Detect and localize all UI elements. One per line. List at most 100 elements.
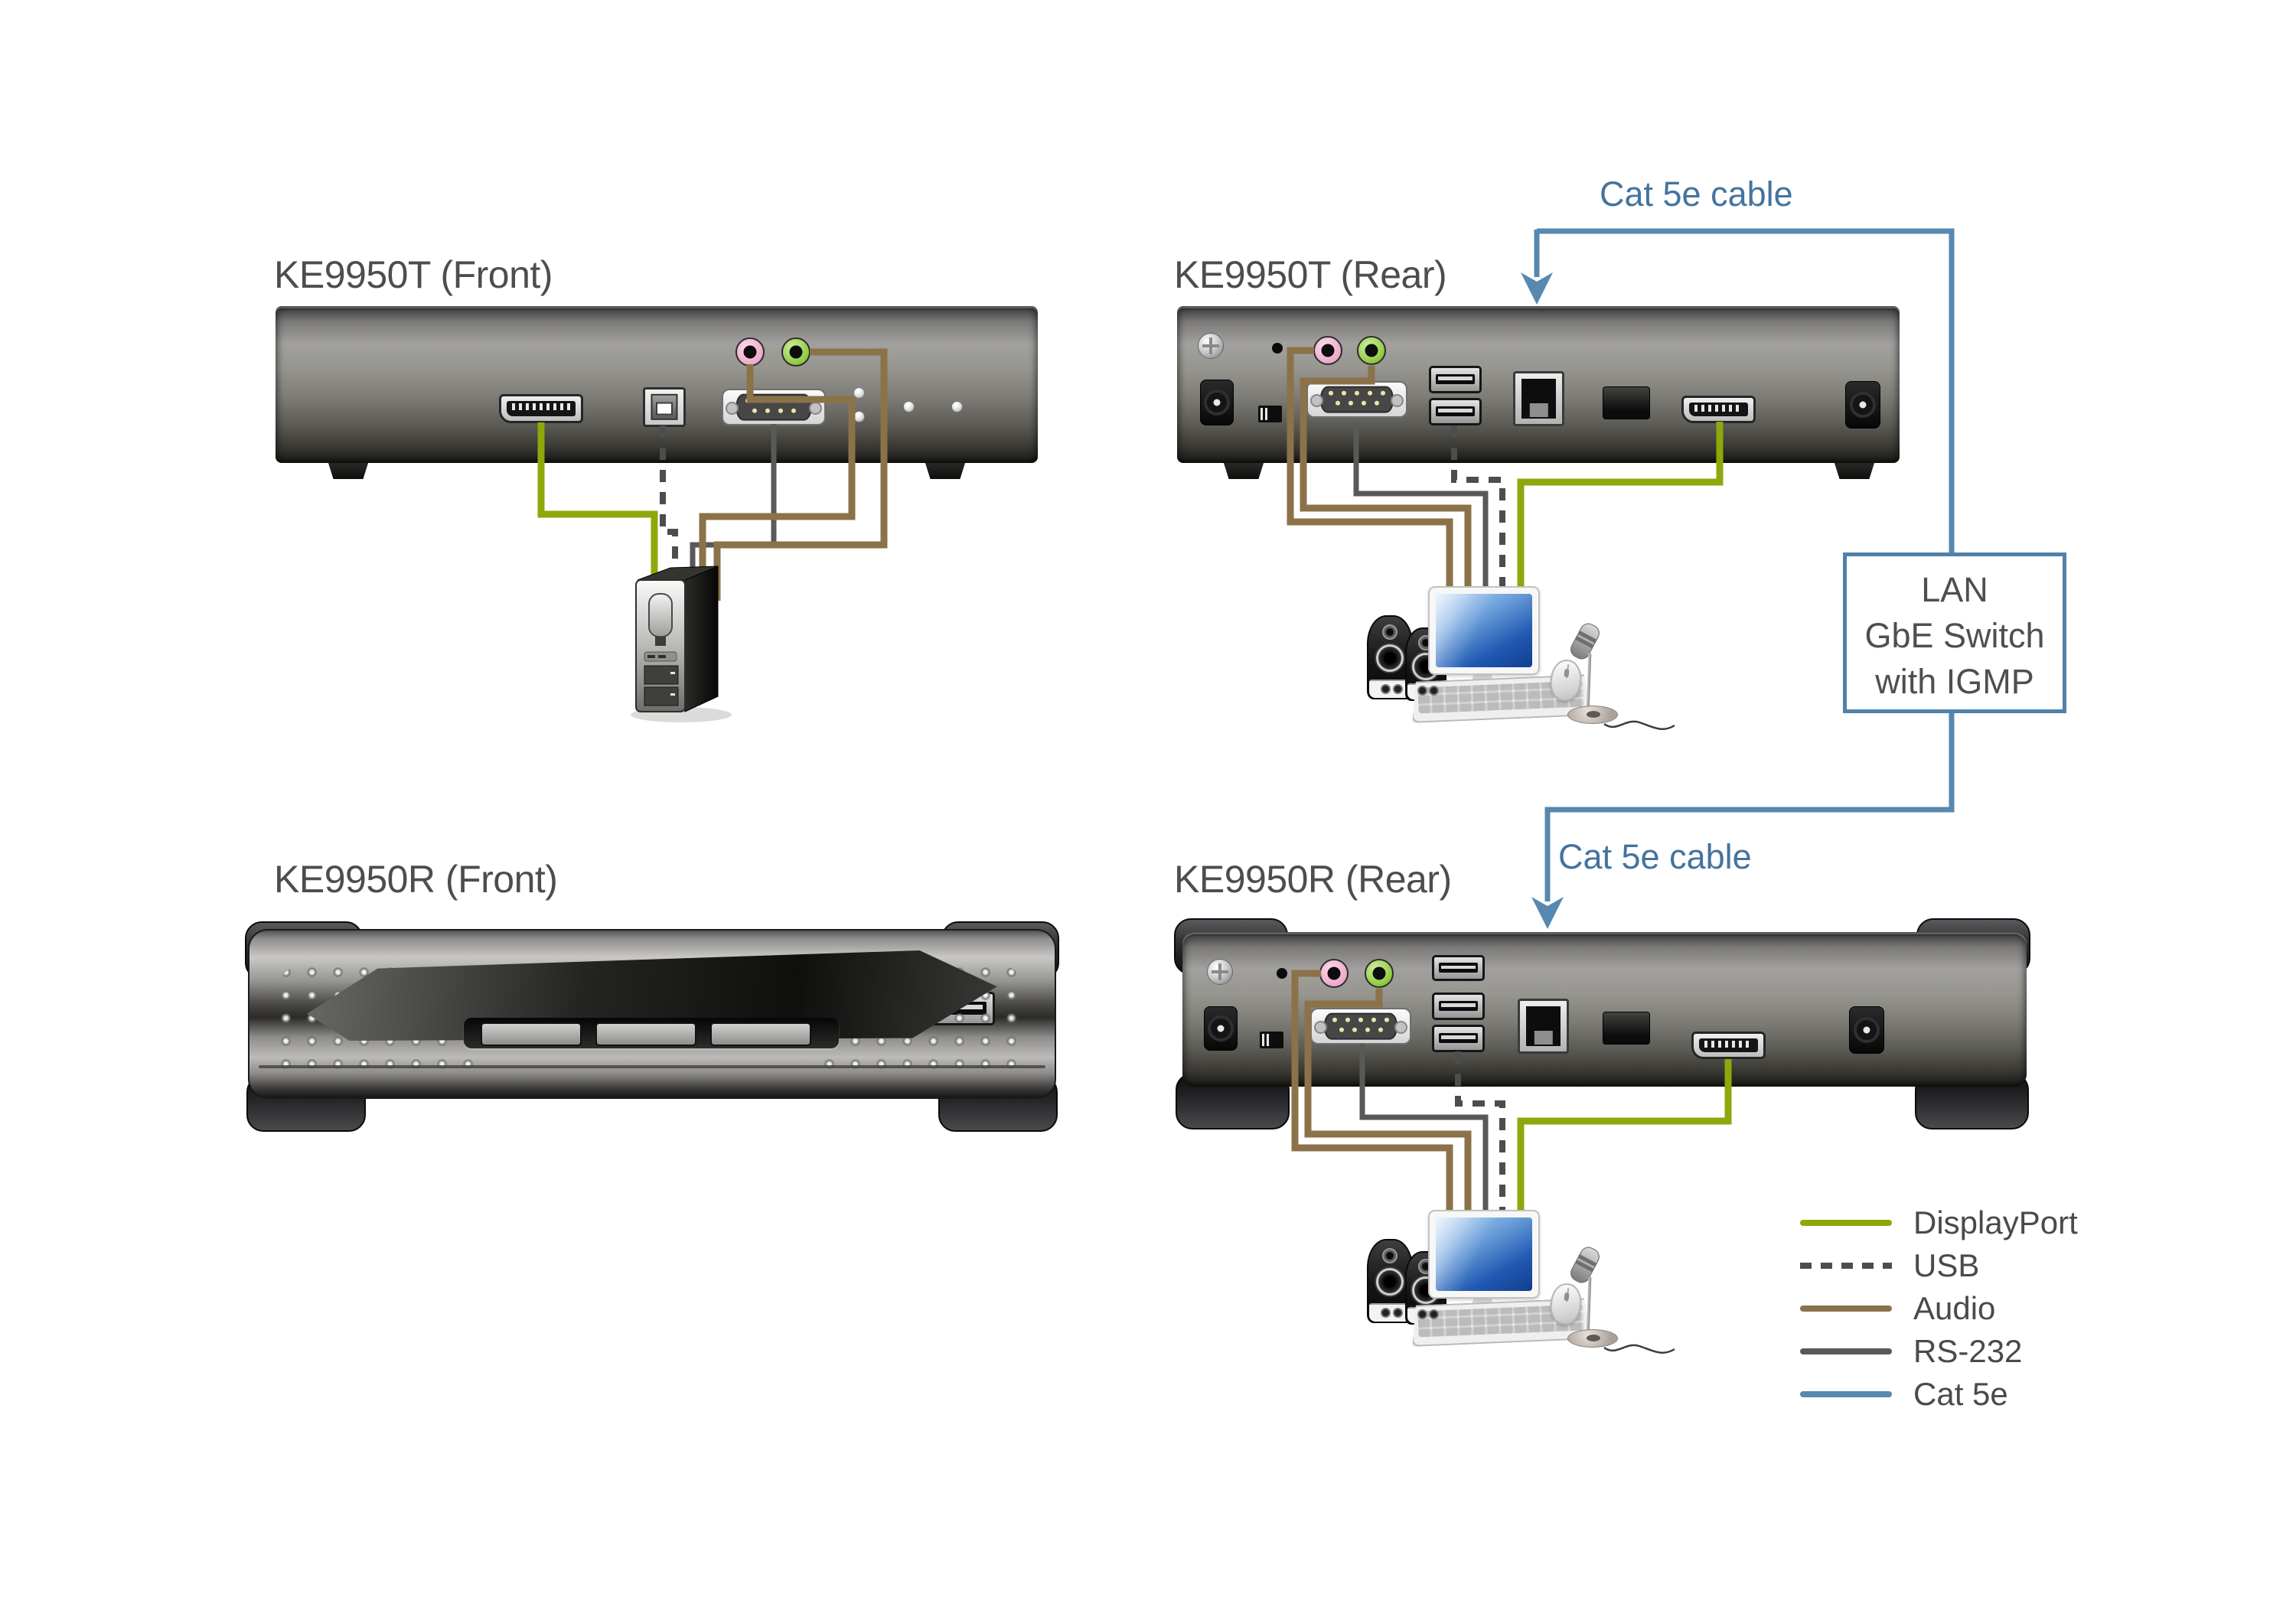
device-ke9950r-front	[245, 918, 1059, 1133]
status-led	[853, 411, 865, 422]
microphone	[1567, 1244, 1644, 1354]
mic-jack	[1319, 959, 1349, 988]
microphone	[1567, 620, 1644, 730]
legend-label: USB	[1913, 1247, 1980, 1283]
tower-side	[684, 566, 719, 712]
title-ke9950t-rear: KE9950T (Rear)	[1174, 253, 1447, 296]
device-foot	[328, 461, 369, 479]
ke9950r-front-body	[248, 929, 1056, 1099]
displayport-port	[1691, 1032, 1766, 1059]
legend-label: Cat 5e	[1913, 1376, 2008, 1412]
device-foot	[1223, 461, 1264, 479]
lan-box-line2: GbE Switch	[1864, 616, 2045, 655]
microphone-base	[1567, 1329, 1618, 1348]
monitor	[1428, 586, 1540, 675]
legend-line-rs232	[1800, 1348, 1892, 1354]
mic-jack	[1313, 336, 1342, 365]
dc-power-jack	[1849, 1006, 1884, 1054]
legend-label: DisplayPort	[1913, 1204, 2078, 1240]
legend-line-usb	[1800, 1263, 1892, 1269]
speaker-tweeter	[1382, 1247, 1397, 1263]
legend-line-displayport	[1800, 1220, 1892, 1226]
microphone-capsule	[1567, 620, 1603, 663]
lan-box-line1: LAN	[1921, 570, 1988, 609]
legend-line-cat5e	[1800, 1391, 1892, 1397]
dc-power-jack	[1204, 1006, 1238, 1051]
microphone-pole	[1586, 1276, 1592, 1336]
usb-a-port	[1432, 993, 1485, 1020]
device-foot	[925, 461, 966, 479]
legend-row-displayport: DisplayPort	[1800, 1204, 2078, 1240]
sfp-slot	[1603, 1012, 1650, 1045]
legend: DisplayPort USB Audio RS-232 Cat 5e	[1800, 1204, 2078, 1420]
front-button	[710, 1022, 811, 1046]
tower-bay	[644, 665, 679, 685]
speaker-woofer	[1376, 644, 1404, 673]
legend-row-rs232: RS-232	[1800, 1333, 2078, 1369]
speaker-jack	[1357, 336, 1386, 365]
monitor-screen	[1436, 594, 1532, 667]
status-led	[903, 401, 915, 412]
dip-switch	[1258, 406, 1282, 422]
displayport-port	[499, 394, 583, 423]
front-button-recess	[464, 1018, 839, 1048]
title-ke9950t-front: KE9950T (Front)	[274, 253, 553, 296]
front-button	[595, 1022, 696, 1046]
lan-box-line3: with IGMP	[1875, 662, 2034, 701]
legend-row-usb: USB	[1800, 1247, 2078, 1283]
usb-a-port	[1432, 955, 1485, 981]
monitor-screen	[1436, 1217, 1532, 1291]
arrow-down-icon	[1521, 272, 1553, 305]
rs232-db9-port	[722, 389, 826, 425]
usb-b-port	[643, 387, 686, 427]
db9-pins	[1332, 1017, 1389, 1033]
device-ke9950t-front	[276, 306, 1038, 463]
reset-hole	[1277, 968, 1287, 979]
reset-hole	[1272, 343, 1283, 354]
device-ke9950t-rear	[1177, 306, 1900, 463]
device-ke9950r-rear	[1174, 918, 2039, 1133]
cat5e-cable-label-bottom: Cat 5e cable	[1558, 837, 1752, 876]
case-seam	[259, 1065, 1045, 1068]
tower-lock	[655, 637, 666, 646]
dc-power-jack	[1845, 381, 1880, 429]
lan-switch-box: LAN GbE Switch with IGMP	[1843, 553, 2066, 713]
speaker-tweeter	[1382, 624, 1397, 640]
status-led	[951, 401, 963, 412]
dc-power-jack	[1200, 380, 1234, 425]
microphone-pole	[1586, 653, 1592, 712]
dip-switch	[1260, 1032, 1283, 1048]
title-ke9950r-front: KE9950R (Front)	[274, 858, 558, 901]
grounding-screw	[1198, 333, 1224, 359]
ke9950r-rear-panel	[1182, 932, 2027, 1087]
mic-jack	[735, 337, 765, 367]
front-button	[481, 1022, 582, 1046]
legend-row-cat5e: Cat 5e	[1800, 1376, 2078, 1412]
speaker-jack	[781, 337, 810, 367]
db9-pins	[745, 398, 802, 414]
pc-tower	[631, 566, 732, 722]
microphone-base	[1567, 706, 1618, 724]
title-ke9950r-rear: KE9950R (Rear)	[1174, 858, 1452, 901]
tower-power-button	[648, 593, 673, 637]
cat5e-cable-label-top: Cat 5e cable	[1600, 174, 1793, 214]
speaker-woofer	[1376, 1268, 1404, 1296]
legend-label: RS-232	[1913, 1333, 2023, 1369]
monitor	[1428, 1210, 1540, 1299]
legend-line-audio	[1800, 1305, 1892, 1312]
tower-bay	[644, 686, 679, 706]
rs232-db9-port	[1306, 381, 1407, 418]
usb-a-port	[1432, 1025, 1485, 1052]
grounding-screw	[1207, 959, 1233, 985]
sfp-slot	[1603, 386, 1650, 419]
legend-row-audio: Audio	[1800, 1290, 2078, 1326]
microphone-capsule	[1567, 1244, 1603, 1286]
workstation-console	[1367, 1204, 1650, 1449]
workstation-console	[1367, 580, 1650, 825]
displayport-port	[1681, 396, 1756, 423]
db9-pins	[1329, 390, 1385, 406]
status-led	[853, 387, 865, 399]
usb-a-port	[1429, 398, 1482, 425]
rj45-lan-port	[1513, 371, 1564, 426]
